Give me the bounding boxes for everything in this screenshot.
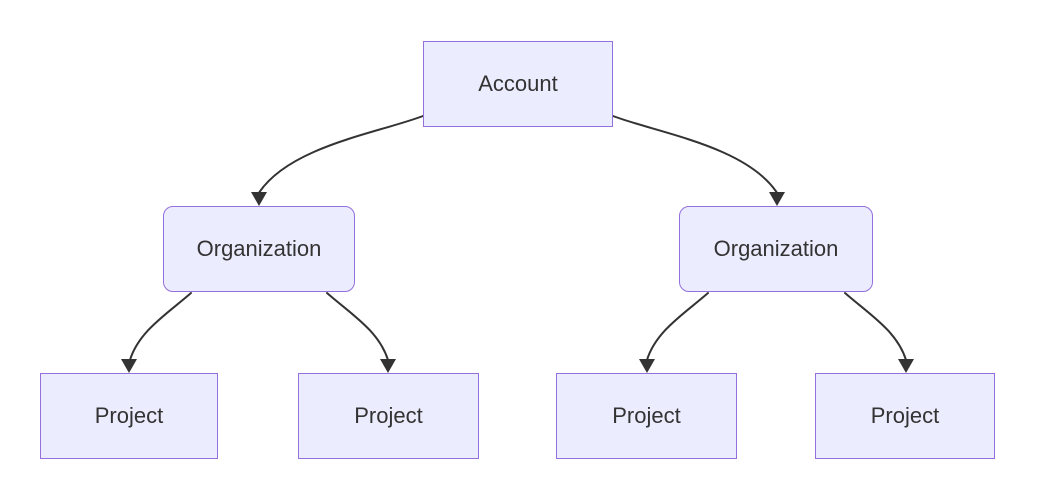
node-project-4: Project (815, 373, 995, 459)
edge-account-org-right (612, 115, 785, 206)
arrowhead-icon (769, 192, 785, 206)
node-organization-left: Organization (163, 206, 355, 292)
node-project-3-label: Project (612, 403, 681, 428)
node-project-3: Project (556, 373, 737, 459)
node-project-1-label: Project (94, 403, 164, 428)
arrowhead-icon (898, 359, 914, 373)
node-organization-left-label: Organization (196, 236, 322, 261)
node-organization-right: Organization (679, 206, 873, 292)
node-project-4-label: Project (870, 403, 940, 428)
node-account-label: Account (478, 71, 558, 96)
edge-org-left-project-1 (121, 292, 192, 373)
node-organization-right-label: Organization (713, 236, 839, 261)
arrowhead-icon (121, 359, 137, 373)
node-project-2: Project (298, 373, 479, 459)
node-project-2-label: Project (354, 403, 423, 428)
arrowhead-icon (380, 359, 396, 373)
edge-account-org-left (251, 115, 424, 206)
edge-org-right-project-4 (844, 292, 914, 373)
edge-org-left-project-2 (326, 292, 396, 373)
node-project-1: Project (40, 373, 218, 459)
edge-org-right-project-3 (639, 292, 709, 373)
arrowhead-icon (251, 192, 267, 206)
arrowhead-icon (639, 359, 655, 373)
node-account: Account (423, 41, 613, 127)
